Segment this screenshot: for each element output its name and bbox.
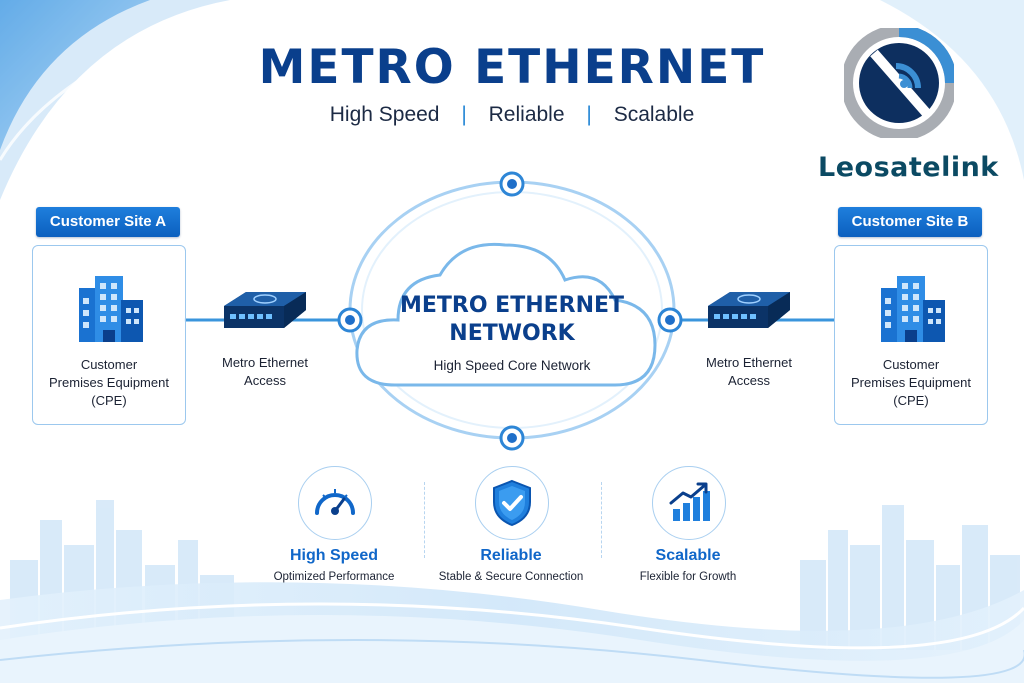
tagline-high-speed: High Speed: [329, 103, 440, 126]
feature-high-speed-badge: [298, 466, 372, 540]
feature-divider: [424, 482, 425, 558]
tagline-separator: |: [586, 103, 592, 126]
feature-scalable-badge: [652, 466, 726, 540]
left-access-caption: Metro Ethernet Access: [222, 355, 308, 388]
site-a-caption: Customer Premises Equipment (CPE): [49, 357, 169, 408]
building-icon: [79, 276, 143, 342]
site-b-label: Customer Site B: [838, 207, 982, 237]
growth-chart-icon: [669, 482, 710, 521]
ring-node-top: [499, 171, 525, 197]
feature-reliable-badge: [475, 466, 549, 540]
ring-node-left: [337, 307, 363, 333]
core-network-title: METRO ETHERNET NETWORK: [399, 293, 625, 346]
satellite-dish-icon: [844, 28, 954, 138]
network-switch-icon: [224, 292, 306, 328]
feature-scalable-title: Scalable: [655, 547, 721, 564]
feature-reliable-title: Reliable: [480, 547, 542, 564]
feature-high-speed-desc: Optimized Performance: [273, 571, 395, 583]
brand-name: Leosatelink: [818, 152, 999, 183]
speedometer-icon: [315, 489, 355, 515]
right-access-caption: Metro Ethernet Access: [706, 355, 792, 388]
building-icon: [881, 276, 945, 342]
feature-high-speed-title: High Speed: [289, 547, 378, 564]
feature-divider: [601, 482, 602, 558]
feature-reliable-desc: Stable & Secure Connection: [438, 571, 584, 583]
tagline-scalable: Scalable: [613, 103, 695, 126]
tagline-separator: |: [461, 103, 467, 126]
cloud-icon: [355, 242, 657, 387]
site-a-card: Customer Premises Equipment (CPE): [32, 245, 186, 425]
site-a-label: Customer Site A: [36, 207, 180, 237]
shield-check-icon: [493, 479, 531, 527]
site-b-card: Customer Premises Equipment (CPE): [834, 245, 988, 425]
ring-node-right: [657, 307, 683, 333]
site-b-caption: Customer Premises Equipment (CPE): [851, 357, 971, 408]
tagline-row: High Speed | Reliable | Scalable: [0, 101, 1024, 129]
core-network-subtitle: High Speed Core Network: [433, 358, 591, 373]
ring-node-bottom: [499, 425, 525, 451]
network-switch-icon: [708, 292, 790, 328]
feature-scalable-desc: Flexible for Growth: [639, 571, 737, 583]
tagline-reliable: Reliable: [488, 103, 565, 126]
page-title: METRO ETHERNET: [258, 40, 766, 95]
